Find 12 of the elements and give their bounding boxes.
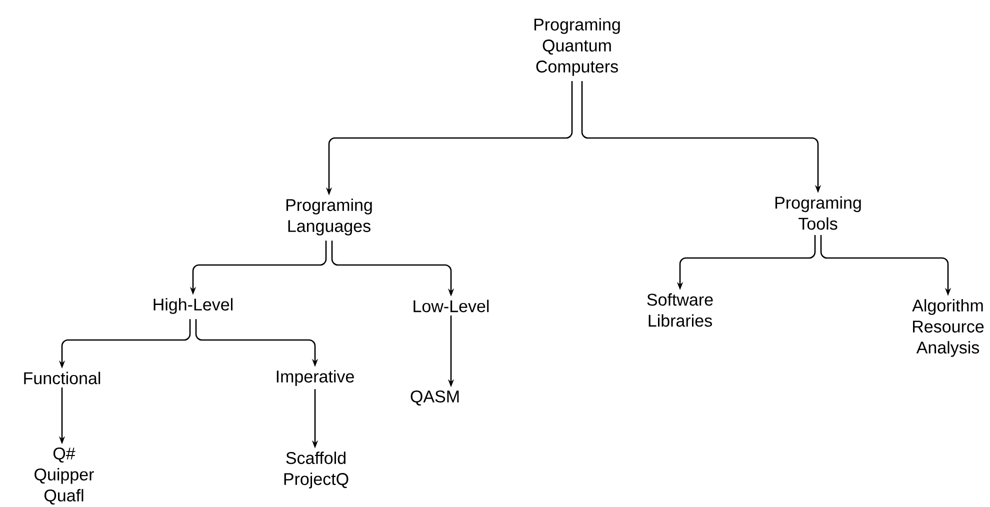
node-label: Scaffold ProjectQ — [284, 452, 348, 488]
node-label: Programing Tools — [775, 196, 861, 230]
node-label: Software Libraries — [647, 293, 713, 327]
node-label: Imperative — [276, 370, 354, 386]
node-label: High-Level — [154, 298, 232, 314]
node-label: Low-Level — [414, 300, 489, 312]
node-label: Q# Quipper Quafl — [34, 447, 94, 505]
node-label: Functional — [24, 372, 100, 384]
node-label: Algorithm Resource Analysis — [912, 299, 984, 357]
node-label: QASM — [410, 390, 459, 406]
node-label: Programing Languages — [286, 198, 372, 236]
node-label: Programing Quantum Computers — [534, 18, 620, 76]
